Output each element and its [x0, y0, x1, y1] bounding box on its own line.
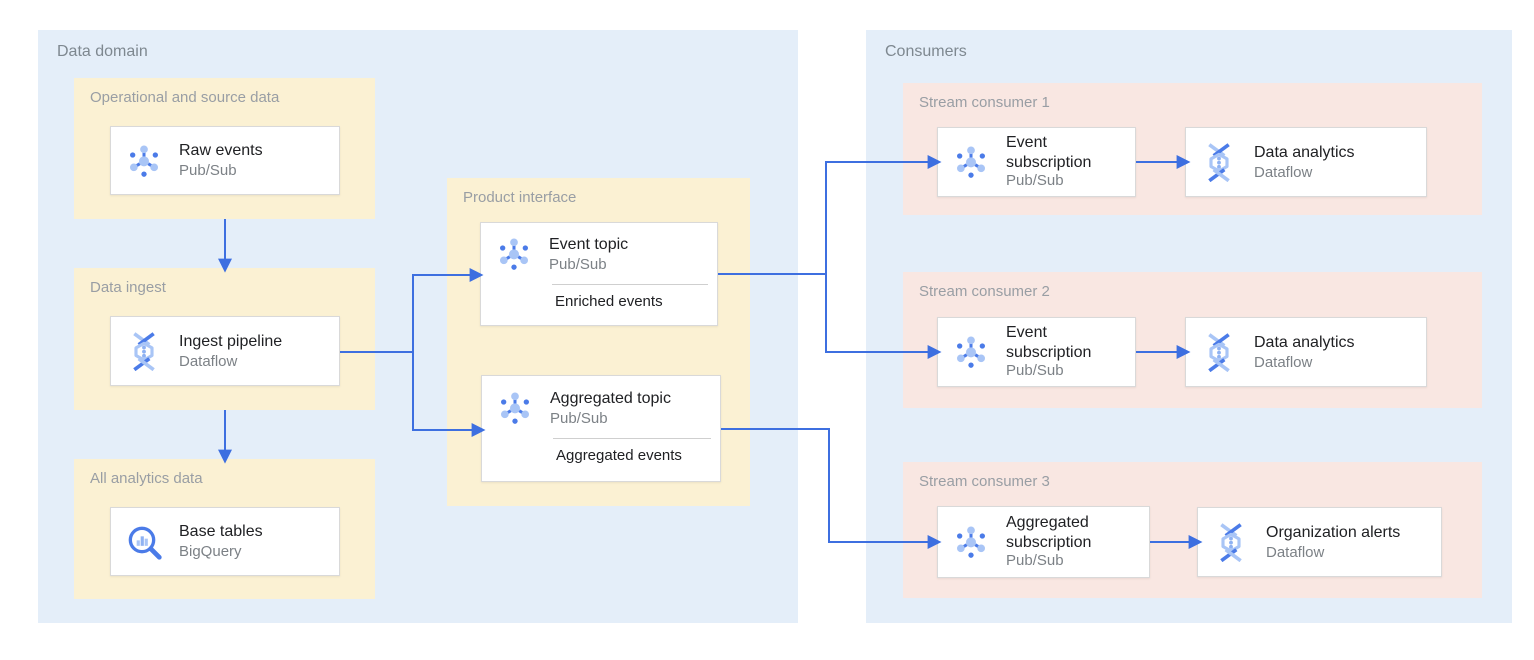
card-service: Dataflow: [179, 352, 238, 370]
card-title: Aggregated topic: [550, 390, 671, 407]
stream-consumer-1-label: Stream consumer 1: [919, 94, 1050, 111]
card-service: Dataflow: [1266, 543, 1325, 561]
dataflow-icon: [124, 331, 164, 371]
card-service: Pub/Sub: [549, 256, 607, 274]
dataflow-icon: [1199, 332, 1239, 372]
stream-consumer-2-label: Stream consumer 2: [919, 283, 1050, 300]
card-title: Aggregated subscription: [1006, 514, 1092, 551]
stream-consumer-3-label: Stream consumer 3: [919, 473, 1050, 490]
card-divider: [552, 283, 708, 285]
card-title: Data analytics: [1254, 143, 1355, 161]
card-service: Dataflow: [1254, 353, 1313, 371]
card-service: Pub/Sub: [550, 410, 608, 428]
operational-source-data-label: Operational and source data: [90, 89, 280, 106]
card-note: Aggregated events: [556, 446, 682, 464]
aggregated-topic-card: Aggregated topic Pub/Sub Aggregated even…: [481, 375, 721, 482]
product-interface-label: Product interface: [463, 189, 577, 206]
card-service: Dataflow: [1254, 163, 1313, 181]
all-analytics-data-label: All analytics data: [90, 470, 203, 487]
data-ingest-label: Data ingest: [90, 279, 166, 296]
card-divider: [553, 437, 711, 439]
pubsub-icon: [494, 234, 534, 274]
pubsub-icon: [495, 388, 535, 428]
card-title: Ingest pipeline: [179, 332, 283, 350]
ingest-pipeline-card: Ingest pipeline Dataflow: [110, 316, 340, 386]
card-service: Pub/Sub: [1006, 362, 1064, 380]
card-service: Pub/Sub: [179, 162, 237, 180]
card-title: Raw events: [179, 142, 263, 160]
pubsub-icon: [951, 142, 991, 182]
card-title: Event subscription: [1006, 324, 1092, 361]
card-note: Enriched events: [555, 292, 663, 310]
base-tables-card: Base tables BigQuery: [110, 507, 340, 576]
bigquery-icon: [124, 522, 164, 562]
data-domain-label: Data domain: [57, 43, 148, 60]
pubsub-icon: [124, 141, 164, 181]
card-title: Organization alerts: [1266, 523, 1401, 541]
dataflow-icon: [1211, 522, 1251, 562]
consumers-label: Consumers: [885, 43, 967, 60]
data-analytics-card-2: Data analytics Dataflow: [1185, 317, 1427, 387]
raw-events-card: Raw events Pub/Sub: [110, 126, 340, 195]
card-title: Data analytics: [1254, 333, 1355, 351]
card-title: Base tables: [179, 523, 263, 541]
organization-alerts-card: Organization alerts Dataflow: [1197, 507, 1442, 577]
card-service: Pub/Sub: [1006, 552, 1064, 570]
data-analytics-card-1: Data analytics Dataflow: [1185, 127, 1427, 197]
dataflow-icon: [1199, 142, 1239, 182]
card-title: Event topic: [549, 236, 629, 253]
event-subscription-card-1: Event subscription Pub/Sub: [937, 127, 1136, 197]
card-service: Pub/Sub: [1006, 172, 1064, 190]
aggregated-subscription-card: Aggregated subscription Pub/Sub: [937, 506, 1150, 578]
card-title: Event subscription: [1006, 134, 1092, 171]
card-service: BigQuery: [179, 543, 242, 561]
event-topic-card: Event topic Pub/Sub Enriched events: [480, 222, 718, 326]
pubsub-icon: [951, 332, 991, 372]
pubsub-icon: [951, 522, 991, 562]
event-subscription-card-2: Event subscription Pub/Sub: [937, 317, 1136, 387]
